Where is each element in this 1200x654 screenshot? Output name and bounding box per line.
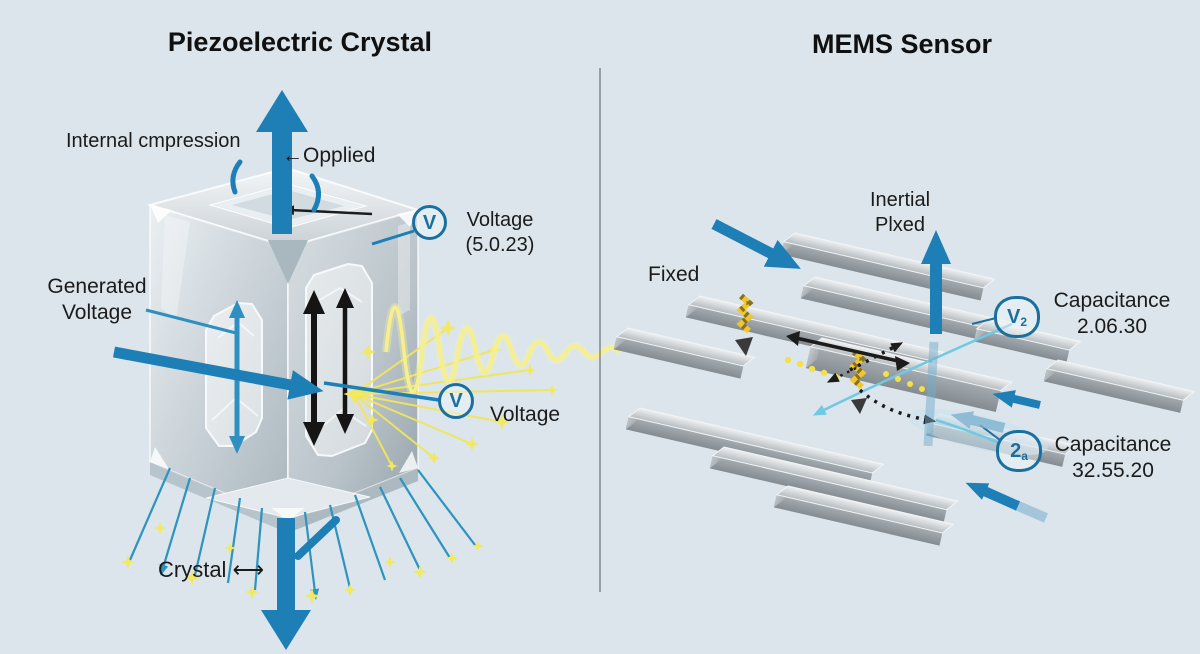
left-title: Piezoelectric Crystal bbox=[167, 27, 433, 57]
capacitance-badge-symbol: 2 bbox=[1010, 440, 1022, 462]
mems-beam bbox=[773, 485, 955, 546]
voltage-badge-icon: V bbox=[412, 205, 447, 240]
voltage-badge-icon: V bbox=[438, 383, 474, 419]
spring-right bbox=[849, 349, 867, 414]
crystal-label: Crystal ⟷ bbox=[158, 557, 265, 582]
voltage-badge-symbol: V bbox=[449, 390, 463, 412]
capacitance-badge-icon: 2 a bbox=[996, 430, 1042, 472]
crystal-illustration bbox=[146, 166, 422, 533]
right-title: MEMS Sensor bbox=[811, 29, 993, 59]
generated-voltage-label: Generated Voltage bbox=[47, 275, 147, 325]
applied-label: ←Opplied bbox=[282, 144, 376, 167]
mems-beam bbox=[709, 446, 959, 523]
applied-force-arrow-up bbox=[256, 90, 308, 234]
voltage-top-label: Voltage (5.0.23) bbox=[465, 209, 535, 256]
generated-voltage-arrow bbox=[112, 308, 324, 400]
capacitance-badge-subscript: a bbox=[1021, 448, 1028, 463]
inertial-label: Inertial Plxed bbox=[869, 189, 931, 236]
capacitance-badge-symbol: V bbox=[1006, 306, 1021, 328]
internal-compression-label: Internal cmpression bbox=[66, 130, 241, 152]
applied-force-arrow-down bbox=[261, 518, 311, 650]
motion-arrows bbox=[786, 331, 936, 425]
mems-beam bbox=[613, 327, 756, 379]
capacitance-bottom-label: Capacitance 32.55.20 bbox=[1054, 433, 1172, 483]
capacitance-badge-icon: V 2 bbox=[994, 296, 1040, 338]
capacitance-top-label: Capacitance 2.06.30 bbox=[1053, 289, 1171, 339]
voltage-mid-label: Voltage bbox=[490, 403, 561, 426]
fixed-label: Fixed bbox=[648, 263, 700, 286]
mems-beam bbox=[1043, 359, 1196, 413]
mems-force-arrows bbox=[711, 219, 1048, 523]
leader-lines-left bbox=[230, 159, 440, 560]
voltage-wave bbox=[382, 303, 623, 396]
panel-divider bbox=[599, 68, 601, 592]
capacitance-badge-subscript: 2 bbox=[1020, 314, 1028, 329]
dot-trails bbox=[784, 356, 925, 392]
spring-left bbox=[735, 293, 754, 356]
mems-illustration bbox=[613, 219, 1196, 546]
voltage-badge-symbol: V bbox=[422, 211, 437, 234]
